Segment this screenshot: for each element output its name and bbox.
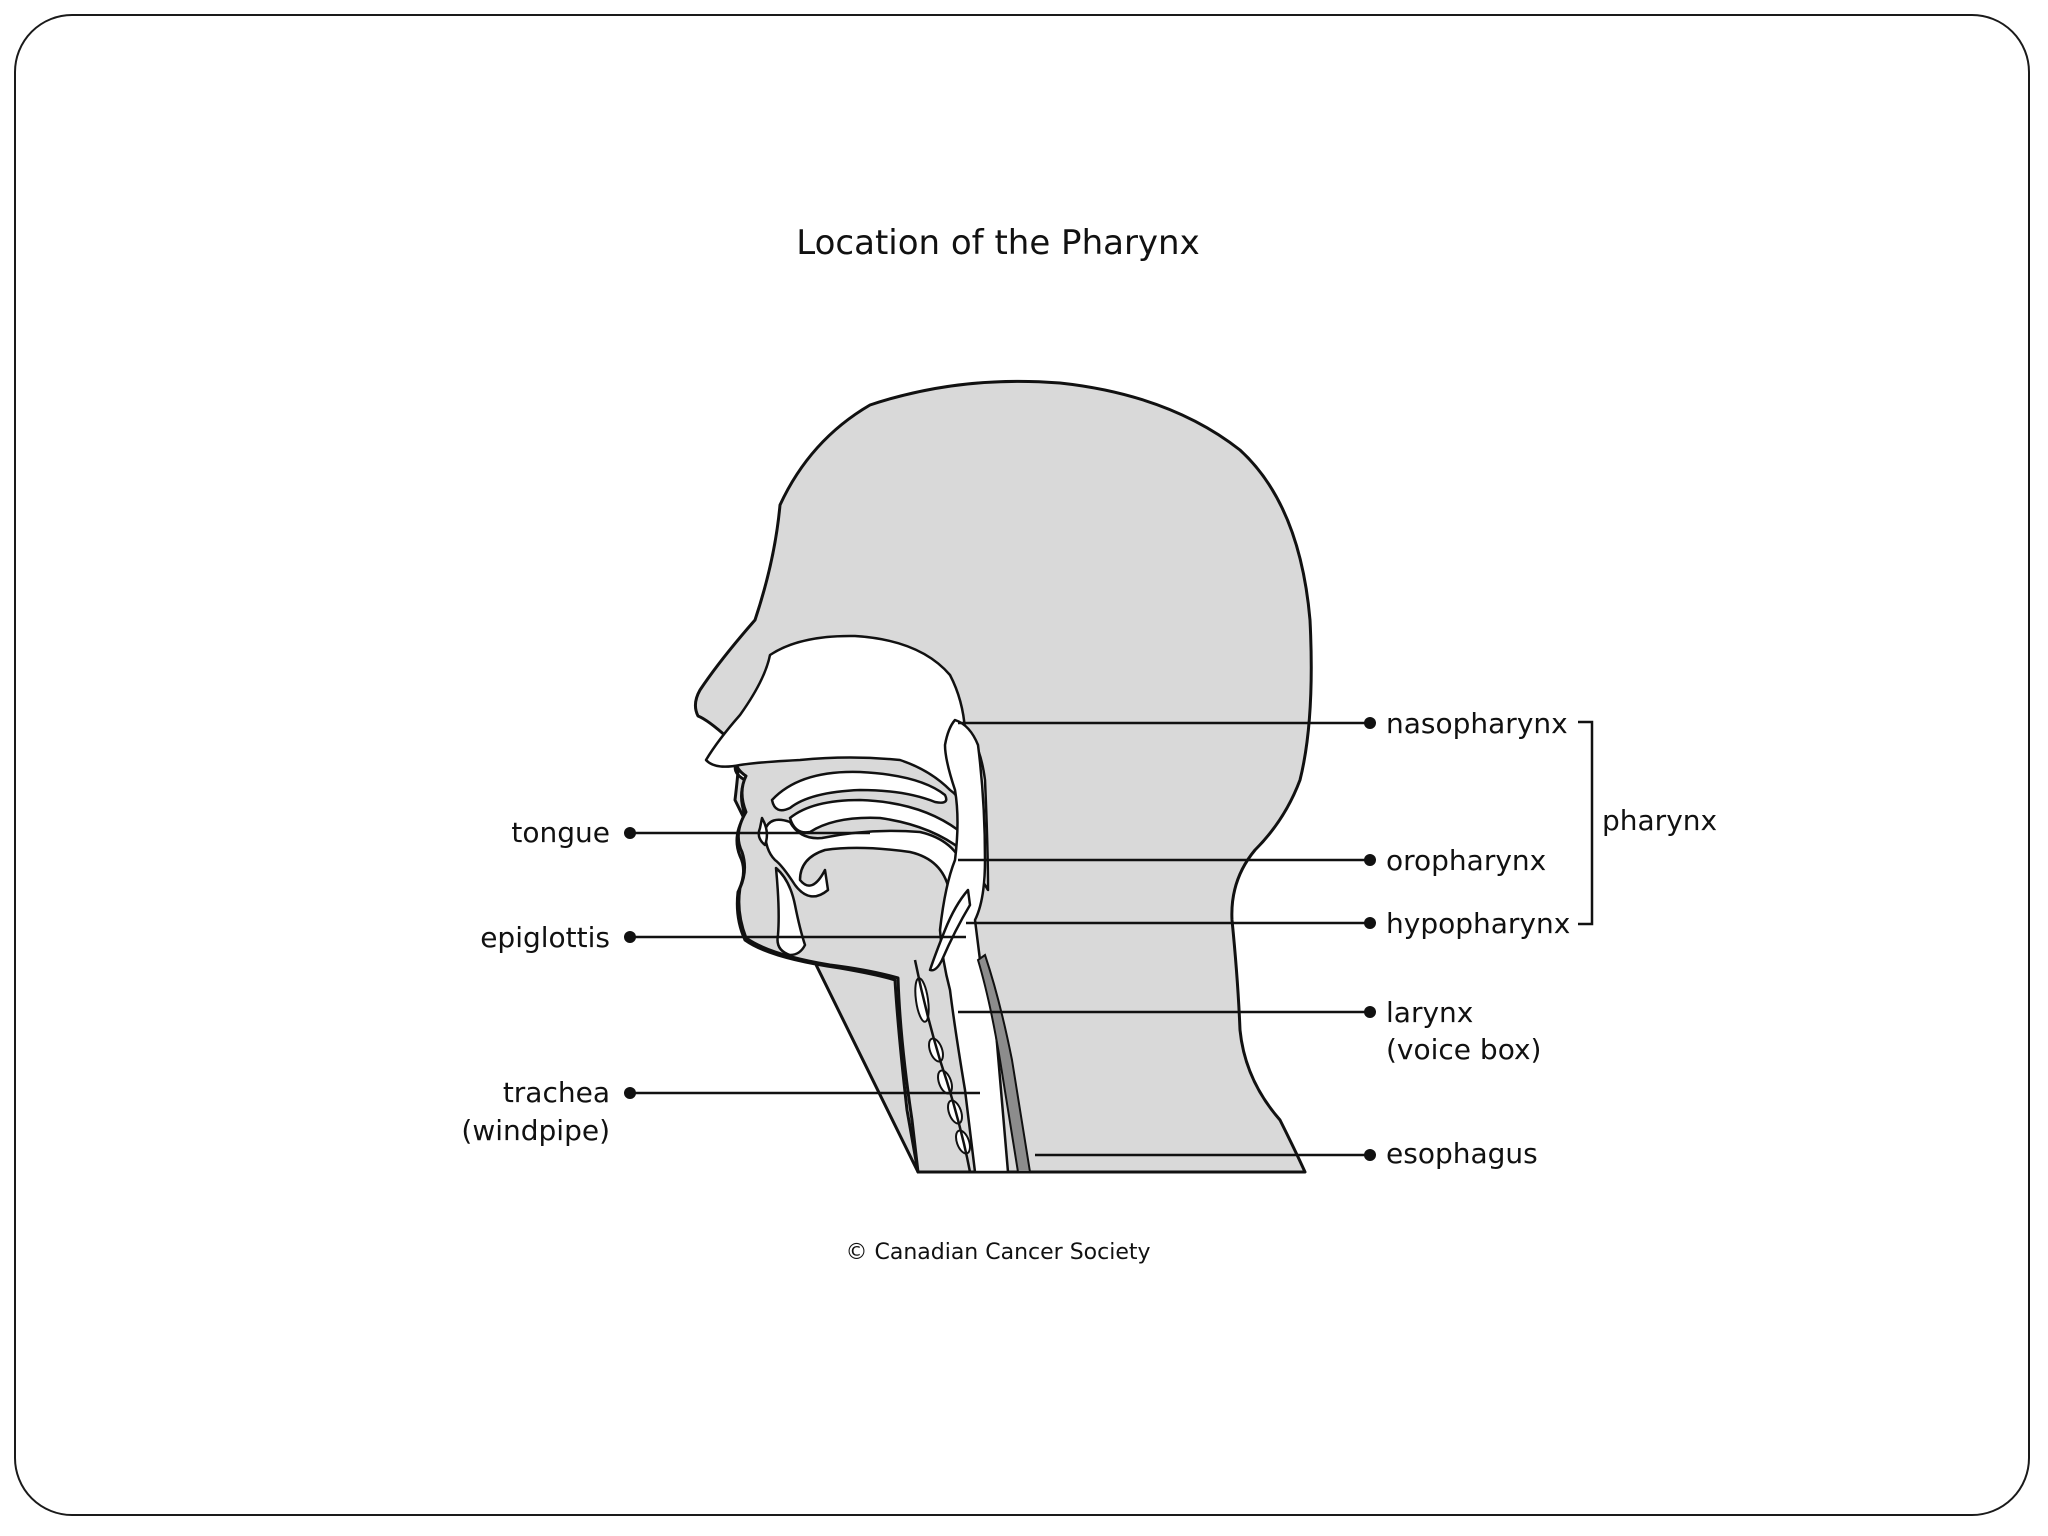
label-oropharynx: oropharynx xyxy=(1386,844,1546,877)
label-epiglottis: epiglottis xyxy=(480,921,610,954)
label-larynx: larynx xyxy=(1386,996,1473,1029)
pharynx-bracket xyxy=(1578,722,1592,924)
label-larynx-sub: (voice box) xyxy=(1386,1033,1541,1066)
label-hypopharynx: hypopharynx xyxy=(1386,907,1570,940)
label-trachea: trachea xyxy=(503,1076,610,1109)
label-tongue: tongue xyxy=(511,816,610,849)
label-esophagus: esophagus xyxy=(1386,1137,1538,1170)
label-trachea-sub: (windpipe) xyxy=(461,1114,610,1147)
diagram-title: Location of the Pharynx xyxy=(796,223,1199,263)
copyright-notice: © Canadian Cancer Society xyxy=(845,1240,1150,1265)
label-pharynx: pharynx xyxy=(1602,804,1717,837)
label-nasopharynx: nasopharynx xyxy=(1386,707,1568,740)
